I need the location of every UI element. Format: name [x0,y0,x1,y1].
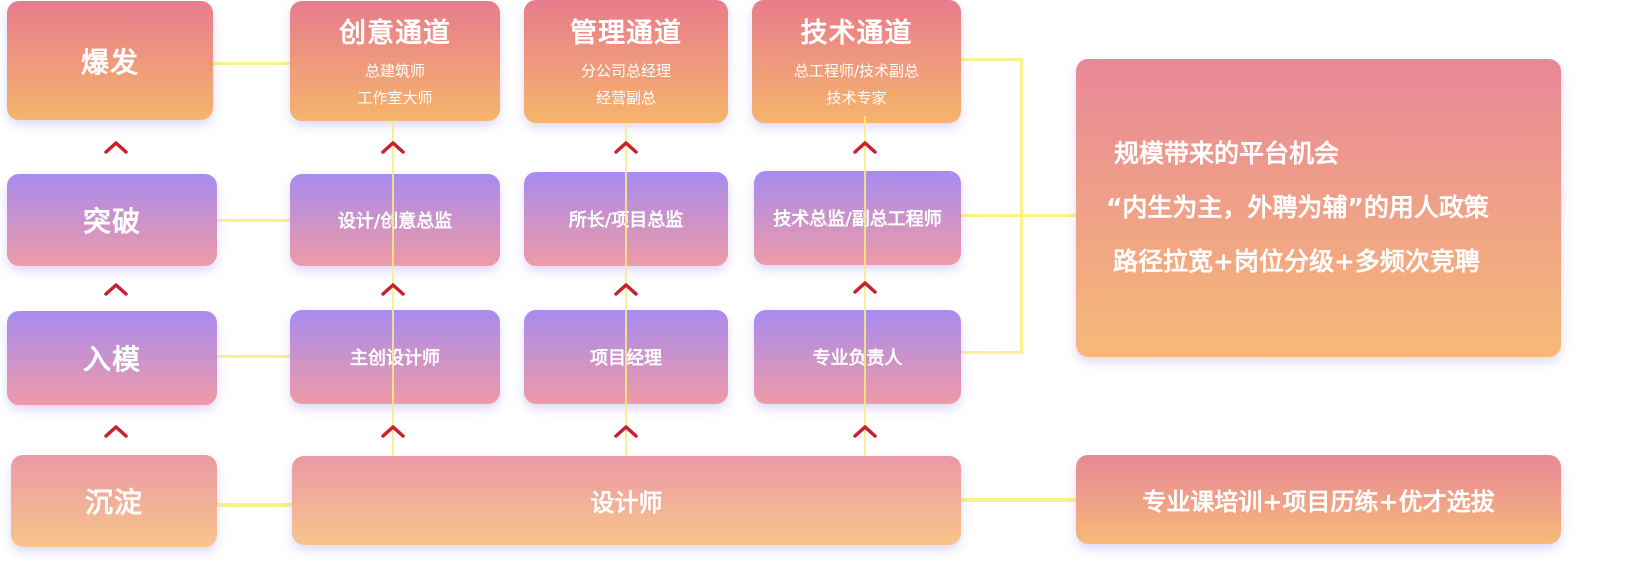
channel-sub: 总工程师/技术副总 [793,62,920,80]
chevron-up-icon [103,139,129,155]
stage-label: 沉淀 [84,486,143,519]
chevron-up-icon [103,423,129,439]
policy-panel: 规模带来的平台机会 “内生为主，外聘为辅”的用人政策 路径拉宽+岗位分级+多频次… [1076,59,1561,357]
channel-sub: 工作室大师 [357,88,433,107]
channel-sub: 分公司总经理 [580,62,671,80]
channel-technical: 技术通道 总工程师/技术副总 技术专家 [752,0,961,123]
bracket-vertical [1020,58,1023,354]
role-label: 技术总监/副总工程师 [773,209,942,230]
channel-title: 管理通道 [570,18,682,49]
bracket-top [960,58,1023,61]
stage-label: 入模 [82,343,141,376]
stage-label: 爆发 [80,45,139,79]
base-label: 设计师 [590,489,663,517]
chevron-up-icon [852,279,878,295]
channel-sub: 经营副总 [595,89,656,107]
policy-line: “内生为主，外聘为辅”的用人政策 [1106,193,1489,222]
bracket-mid [960,214,1078,217]
role-label: 专业负责人 [812,348,903,369]
role-label: 设计/创意总监 [337,211,453,232]
channel-title: 创意通道 [339,17,451,49]
channel-title: 技术通道 [800,18,913,49]
chevron-up-icon [852,139,878,155]
stage-burst: 爆发 [7,1,213,120]
bracket-bottom [960,351,1023,354]
connector-burst [212,62,292,65]
stage-entry: 入模 [7,311,217,405]
training-label: 专业课培训+项目历练+优才选拔 [1142,488,1495,516]
stage-label: 突破 [82,205,141,238]
chevron-up-icon [103,281,129,297]
chevron-up-icon [613,281,639,297]
training-panel: 专业课培训+项目历练+优才选拔 [1076,455,1561,544]
channel-line-technical [864,116,866,456]
policy-line: 规模带来的平台机会 [1114,139,1340,168]
chevron-up-icon [613,139,639,155]
role-discipline-lead: 专业负责人 [754,310,961,404]
channel-sub: 技术专家 [826,89,887,107]
role-label: 主创设计师 [350,348,440,369]
base-designer: 设计师 [292,456,961,545]
connector-training [960,498,1078,502]
stage-breakthrough: 突破 [7,174,217,266]
role-tech-director: 技术总监/副总工程师 [754,171,961,265]
chevron-up-icon [613,423,639,439]
policy-line: 路径拉宽+岗位分级+多频次竞聘 [1113,247,1480,276]
channel-line-management [625,123,627,456]
role-lead-designer: 主创设计师 [290,310,500,404]
channel-line-creative [392,121,394,456]
chevron-up-icon [380,139,406,155]
stage-settle: 沉淀 [11,455,217,547]
channel-sub: 总建筑师 [364,61,425,80]
chevron-up-icon [380,423,406,439]
connector-settle [216,503,294,507]
connector-breakthrough [216,219,292,222]
channel-management: 管理通道 分公司总经理 经营副总 [524,0,728,123]
role-creative-director: 设计/创意总监 [290,174,500,266]
channel-creative: 创意通道 总建筑师 工作室大师 [290,1,500,121]
chevron-up-icon [852,423,878,439]
connector-entry [216,355,292,358]
chevron-up-icon [380,281,406,297]
